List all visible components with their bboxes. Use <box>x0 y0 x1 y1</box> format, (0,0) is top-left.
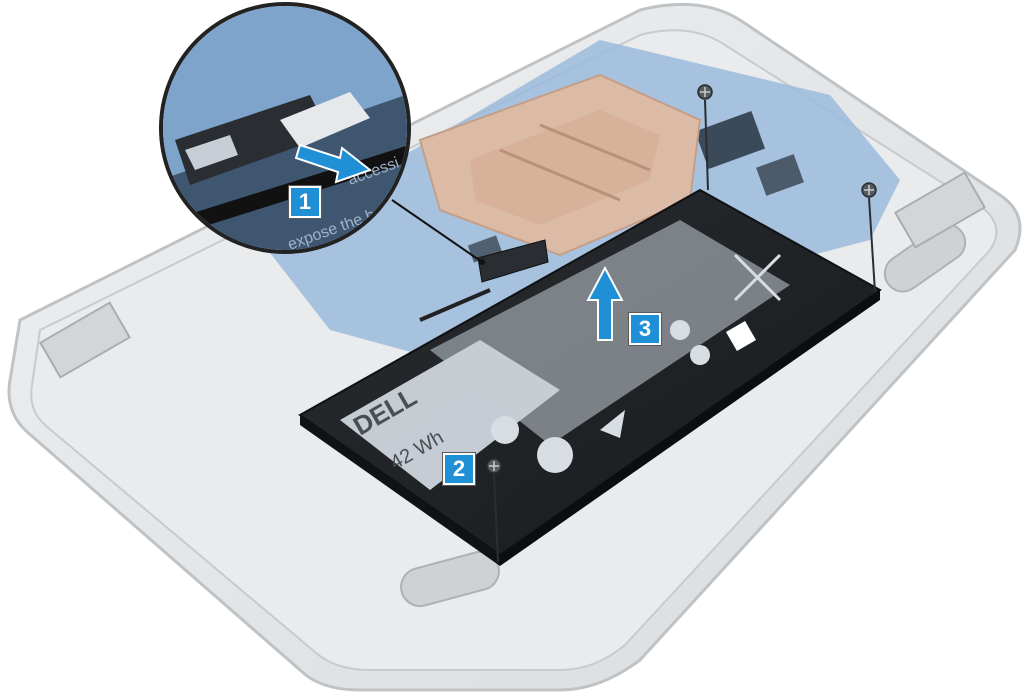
magnified-inset: expose the battery instruction accessi <box>159 2 411 254</box>
battery-connector <box>419 239 549 322</box>
speaker-left <box>400 550 500 608</box>
screw-top <box>697 84 713 191</box>
heat-spreader <box>418 73 702 257</box>
disconnect-arrow-icon <box>294 143 373 184</box>
lift-arrow-icon <box>586 265 624 341</box>
step-2-badge: 2 <box>442 452 476 486</box>
hinge-right <box>893 171 987 249</box>
screw-bottom <box>486 458 502 563</box>
inset-leader-line <box>391 199 483 263</box>
step-1-badge: 1 <box>288 185 322 219</box>
screw-right <box>861 182 877 293</box>
hinge-left <box>38 301 132 379</box>
step-3-badge: 3 <box>628 312 662 346</box>
